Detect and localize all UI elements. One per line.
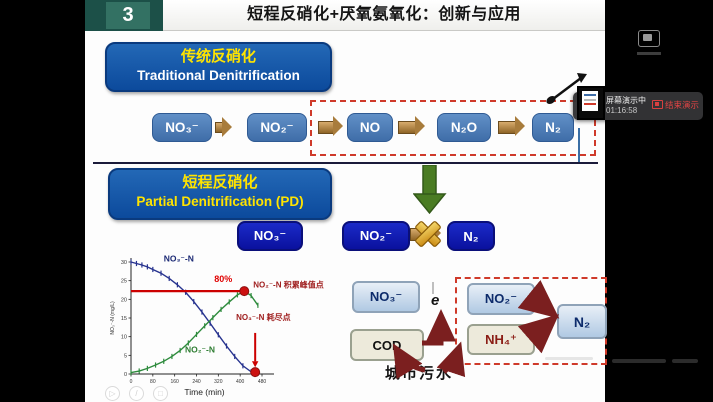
watermark-smudge [672, 359, 698, 363]
diagram-box-no3: NO₃⁻ [352, 281, 420, 313]
svg-text:0: 0 [130, 379, 133, 385]
svg-text:20: 20 [121, 297, 127, 303]
participant-name-text [637, 52, 661, 55]
pd-box-n2: N₂ [447, 221, 495, 251]
electron-label: e [431, 292, 440, 309]
end-share-icon [652, 100, 663, 109]
presenter-pen-button[interactable]: / [129, 386, 144, 401]
sewage-source-label: 城市污水 [385, 365, 454, 382]
share-status-text: 屏幕演示中 [606, 96, 646, 105]
flow-arrow-icon [215, 117, 232, 137]
share-timer: 01:16:58 [606, 106, 638, 115]
flow-box-no3: NO₃⁻ [152, 113, 212, 142]
diagram-box-cod: COD [350, 329, 424, 361]
svg-text:320: 320 [214, 379, 223, 385]
svg-text:NO₃⁻-N: NO₃⁻-N [164, 253, 194, 263]
end-share-button[interactable]: 结束演示 [665, 100, 700, 110]
flow-box-n2o: N₂O [437, 113, 491, 142]
flow-arrow-icon [498, 116, 525, 136]
svg-text:NO₂⁻-N 积累峰值点: NO₂⁻-N 积累峰值点 [253, 279, 323, 289]
camera-off-icon [638, 30, 660, 47]
presenter-prev-button[interactable]: ▷ [105, 386, 120, 401]
diagram-box-nh4: NH₄⁺ [467, 324, 535, 355]
traditional-title-en: Traditional Denitrification [137, 68, 300, 83]
down-arrow-icon [413, 165, 447, 215]
svg-text:80%: 80% [214, 274, 232, 284]
partial-title-en: Partial Denitrification (PD) [136, 194, 304, 209]
traditional-title-cn: 传统反硝化 [180, 48, 256, 65]
svg-text:240: 240 [192, 379, 201, 385]
diagram-box-n2: N₂ [557, 304, 607, 339]
flow-box-no: NO [347, 113, 393, 142]
pd-box-no3: NO₃⁻ [237, 221, 303, 251]
traditional-title-box: 传统反硝化 Traditional Denitrification [105, 42, 332, 92]
dashed-highlight-box [310, 100, 596, 156]
svg-text:Time (min): Time (min) [184, 387, 224, 397]
shared-slide: 传统反硝化 Traditional Denitrification NO₃⁻ N… [85, 31, 607, 402]
svg-text:30: 30 [121, 260, 127, 266]
flow-arrow-icon [398, 116, 425, 136]
flow-arrow-icon [318, 116, 343, 136]
svg-text:400: 400 [236, 379, 245, 385]
svg-text:25: 25 [121, 279, 127, 285]
pd-box-no2: NO₂⁻ [342, 221, 410, 251]
watermark-smudge [545, 357, 593, 360]
flow-box-no2: NO₂⁻ [247, 113, 307, 142]
presenter-menu-button[interactable]: □ [153, 386, 168, 401]
diagram-box-no2: NO₂⁻ [467, 283, 535, 315]
svg-text:NO₃⁻-N 耗尽点: NO₃⁻-N 耗尽点 [236, 312, 291, 322]
process-diagram: NO₃⁻ COD e NO₂⁻ NH₄⁺ N₂ 城市污水 [345, 274, 615, 402]
svg-text:NO₂⁻-N: NO₂⁻-N [185, 344, 215, 354]
share-preview-thumbnail[interactable] [577, 86, 605, 120]
svg-text:80: 80 [150, 379, 156, 385]
partial-title-box: 短程反硝化 Partial Denitrification (PD) [108, 168, 332, 220]
watermark-smudge [612, 359, 666, 363]
x-mark-icon [415, 221, 441, 247]
flow-box-n2: N₂ [532, 113, 574, 142]
connector-line [578, 128, 580, 164]
slide-number-badge: 3 [106, 2, 150, 29]
svg-text:0: 0 [124, 372, 127, 378]
partial-title-cn: 短程反硝化 [182, 174, 258, 191]
section-divider [93, 162, 598, 164]
svg-text:5: 5 [124, 353, 127, 359]
annotation-arrow-icon [546, 73, 587, 105]
svg-text:10: 10 [121, 335, 127, 341]
svg-text:160: 160 [170, 379, 179, 385]
svg-text:480: 480 [258, 379, 267, 385]
svg-text:15: 15 [121, 316, 127, 322]
header-title-strip: 短程反硝化+厌氧氨氧化：创新与应用 [163, 0, 605, 32]
svg-text:NO₃⁻-N (mg/L): NO₃⁻-N (mg/L) [110, 301, 116, 335]
slide-title: 短程反硝化+厌氧氨氧化：创新与应用 [247, 6, 521, 23]
participant-tile[interactable] [620, 20, 690, 65]
